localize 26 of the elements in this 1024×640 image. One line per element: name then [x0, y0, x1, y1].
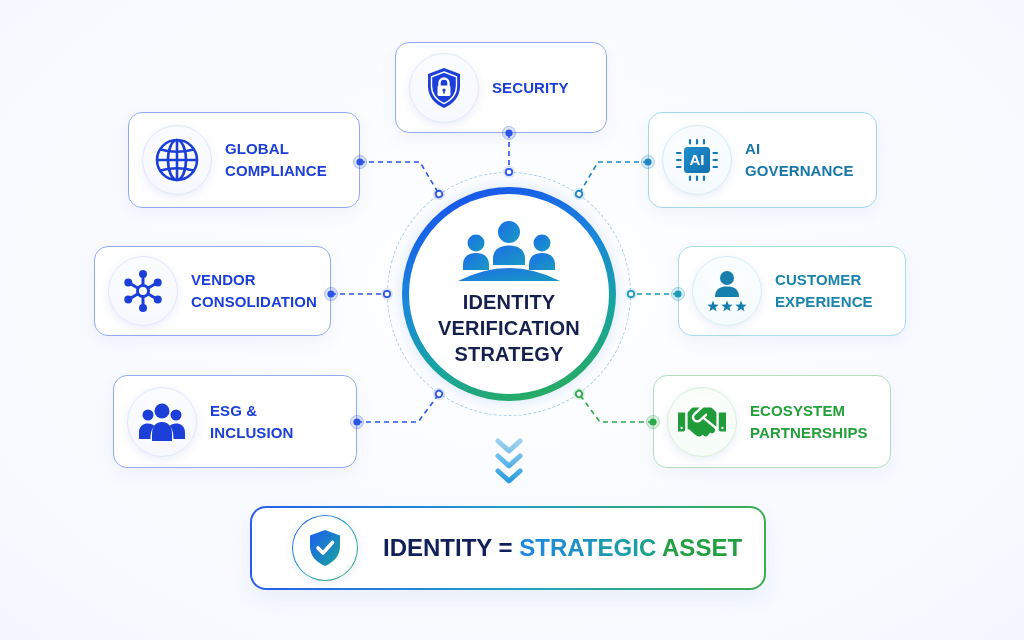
topic-label: SECURITY	[492, 77, 570, 98]
dashed-connector	[624, 287, 685, 301]
topic-card	[113, 375, 357, 468]
dashed-connector	[572, 155, 655, 201]
topic-card	[94, 246, 331, 336]
dashed-connector	[324, 287, 394, 301]
topic-card	[653, 375, 891, 468]
topic-card	[648, 112, 877, 208]
dashed-connector	[502, 126, 516, 179]
topic-label: GLOBAL COMPLIANCE	[225, 139, 328, 181]
dashed-connector	[350, 387, 446, 429]
chip-label: AI	[689, 152, 705, 168]
topic-card	[395, 42, 607, 133]
hub-title: IDENTITY VERIFICATION STRATEGY	[437, 290, 581, 367]
topic-label: ECOSYSTEM PARTNERSHIPS	[750, 400, 869, 443]
topic-label: ESG & INCLUSION	[210, 400, 295, 443]
topic-card	[678, 246, 906, 336]
topic-label: VENDOR CONSOLIDATION	[191, 270, 319, 312]
banner-headline: IDENTITY = STRATEGIC ASSET	[383, 533, 743, 563]
topic-label: CUSTOMER EXPERIENCE	[775, 270, 874, 312]
dashed-connector	[353, 155, 446, 201]
topic-label: AI GOVERNANCE	[745, 139, 855, 181]
topic-card	[128, 112, 360, 208]
chevron-arrow	[495, 438, 523, 484]
conclusion-banner	[250, 506, 766, 590]
dashed-connector	[572, 387, 660, 429]
